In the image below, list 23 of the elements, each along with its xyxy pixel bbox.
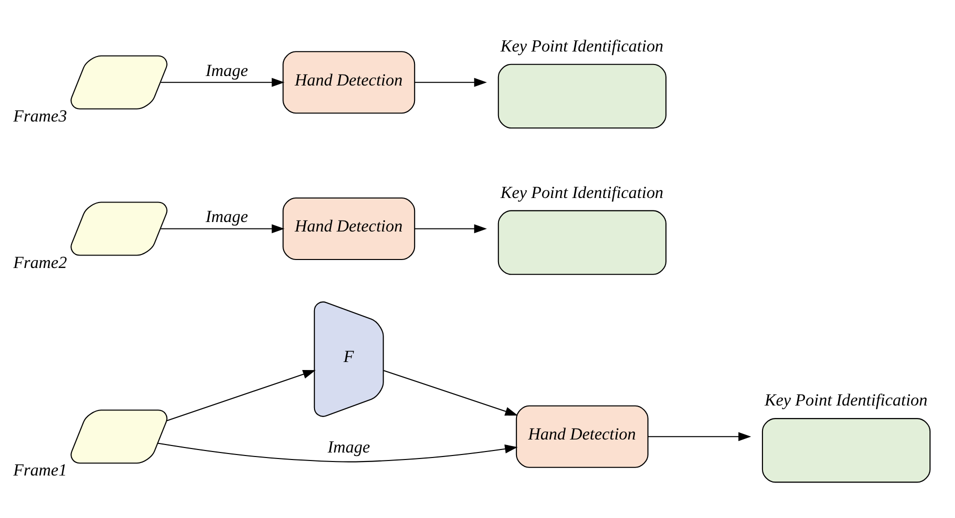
node-parallelogram <box>70 201 167 256</box>
arrow <box>382 369 518 416</box>
arrow <box>648 432 751 441</box>
node-label: Key Point Identification <box>500 36 663 55</box>
node-label: Key Point Identification <box>500 182 663 202</box>
arrow <box>414 224 486 233</box>
arrow <box>414 77 486 86</box>
node-box: Hand Detection <box>282 196 415 260</box>
arrow <box>160 77 284 86</box>
node-label: Frame1 <box>12 460 66 480</box>
arrow <box>160 224 284 233</box>
node-label: Key Point Identification <box>764 390 927 410</box>
edge-label: Image <box>205 206 248 226</box>
arrow <box>166 370 316 421</box>
edge-label: Image <box>205 60 248 80</box>
node-label: Frame2 <box>12 252 66 272</box>
edge-label: Image <box>327 436 370 456</box>
node-label: Frame3 <box>12 106 66 125</box>
node-parallelogram <box>70 409 167 464</box>
arrow <box>157 442 518 462</box>
node-parallelogram <box>70 54 167 109</box>
node-box: Hand Detection <box>282 50 415 114</box>
node-box: Hand Detection <box>515 404 648 468</box>
